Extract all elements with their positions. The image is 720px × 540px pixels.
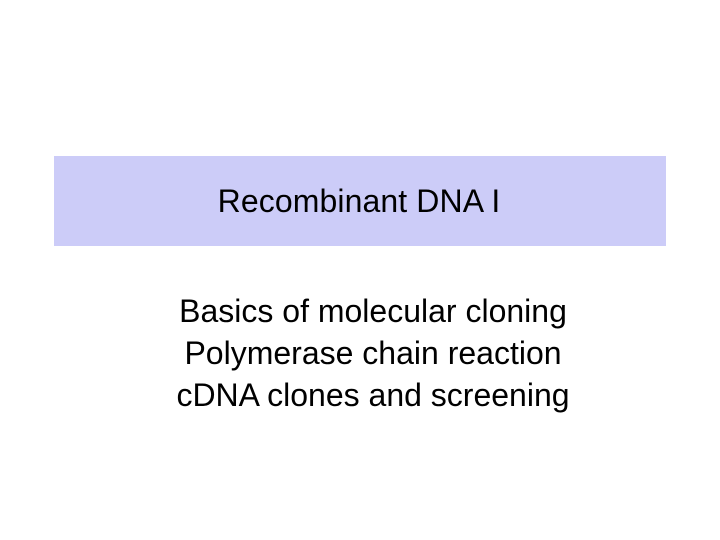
title-banner: Recombinant DNA I bbox=[54, 156, 666, 246]
subtitle-line-3: cDNA clones and screening bbox=[176, 377, 570, 413]
subtitle-block: Basics of molecular cloning Polymerase c… bbox=[0, 290, 720, 416]
subtitle-line-2: Polymerase chain reaction bbox=[184, 335, 562, 371]
page-title: Recombinant DNA I bbox=[217, 183, 501, 220]
subtitle-line-1: Basics of molecular cloning bbox=[179, 293, 567, 329]
